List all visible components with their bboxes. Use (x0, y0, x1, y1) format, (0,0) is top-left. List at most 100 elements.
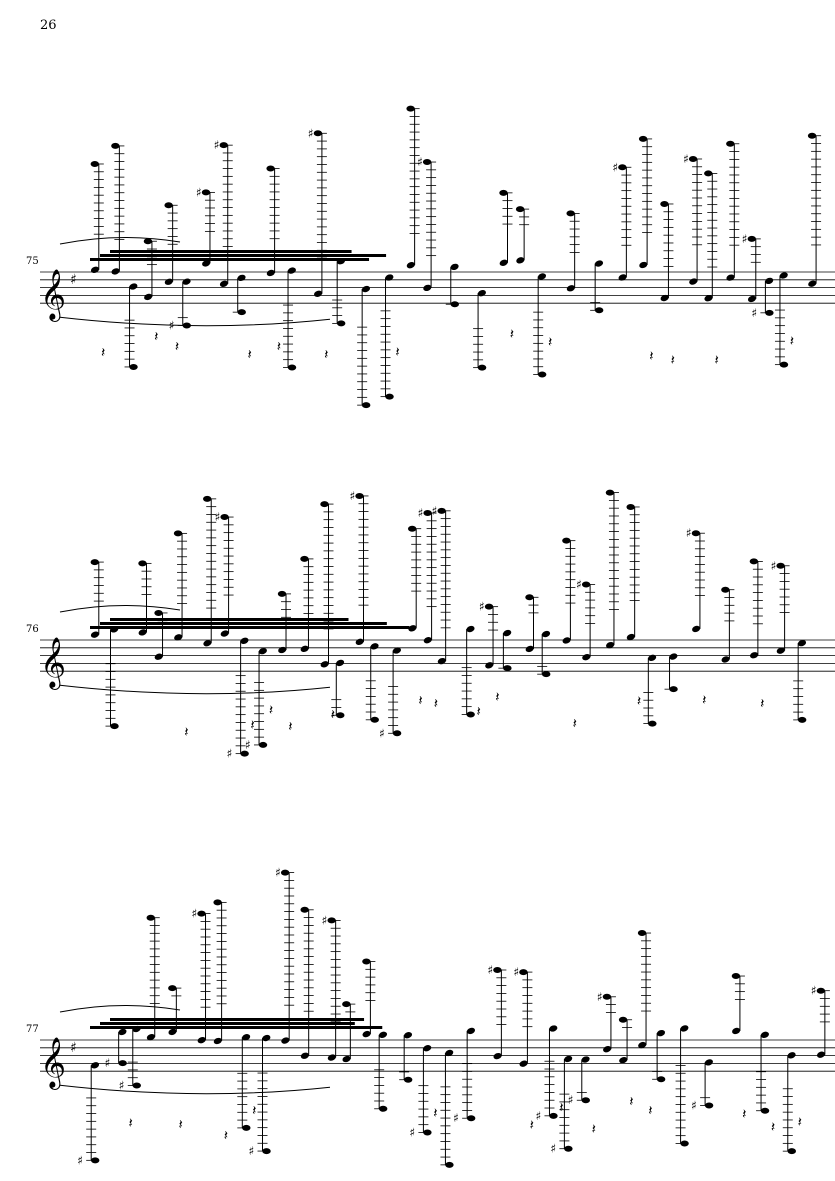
notehead (173, 530, 183, 537)
notehead (516, 257, 525, 264)
rest-icon: 𝄽 (629, 1094, 633, 1110)
rest-icon: 𝄽 (559, 1100, 563, 1116)
sharp-icon: ♯ (409, 1125, 415, 1139)
notehead (182, 278, 191, 285)
notehead (336, 712, 345, 719)
rest-icon: 𝄽 (495, 690, 499, 706)
notehead (138, 629, 147, 636)
notehead (203, 640, 212, 647)
notehead (111, 142, 120, 149)
rest-icon: 𝄽 (637, 693, 641, 709)
notehead (197, 1036, 206, 1044)
rest-icon: 𝄽 (771, 1120, 775, 1136)
sharp-icon: ♯ (245, 738, 251, 752)
sharp-icon: ♯ (771, 559, 777, 573)
notehead (760, 1031, 769, 1039)
sharp-icon: ♯ (417, 155, 423, 169)
sharp-icon: ♯ (751, 306, 757, 320)
notehead (603, 1046, 612, 1053)
sharp-icon: ♯ (691, 1098, 697, 1112)
sharp-icon: ♯ (683, 152, 689, 166)
rest-icon: 𝄽 (592, 1121, 596, 1137)
notehead (403, 1032, 413, 1039)
notehead (749, 652, 759, 659)
notehead (594, 260, 604, 267)
notehead (240, 750, 249, 757)
rest-icon: 𝄽 (395, 345, 399, 361)
notehead (320, 661, 329, 668)
notehead (466, 1027, 476, 1035)
notehead (220, 514, 229, 521)
notehead (132, 1082, 141, 1089)
sharp-icon: ♯ (379, 726, 385, 740)
notehead (484, 603, 494, 610)
notehead (466, 1115, 476, 1122)
sharp-icon: ♯ (70, 272, 77, 288)
notehead (541, 630, 551, 638)
notehead (422, 159, 432, 166)
notehead (143, 238, 153, 245)
notehead (704, 1102, 714, 1109)
slur (59, 1084, 331, 1095)
notehead (370, 643, 379, 650)
notehead (240, 637, 249, 644)
rest-icon: 𝄽 (798, 1115, 802, 1131)
notehead (361, 285, 371, 293)
notehead (689, 278, 698, 285)
notehead (648, 720, 657, 727)
notehead (355, 492, 364, 499)
notehead (691, 530, 701, 537)
notehead (129, 283, 138, 290)
sharp-icon: ♯ (612, 160, 618, 174)
notehead (787, 1052, 796, 1059)
rest-icon: 𝄽 (702, 693, 706, 709)
notehead (765, 277, 774, 285)
sharp-icon: ♯ (432, 504, 438, 518)
notehead (515, 206, 525, 213)
sharp-icon: ♯ (597, 990, 603, 1004)
notehead (618, 164, 627, 171)
sharp-icon: ♯ (686, 526, 692, 540)
rest-icon: 𝄽 (476, 704, 480, 720)
notehead (300, 645, 309, 653)
notehead (355, 638, 364, 645)
notehead (213, 1037, 222, 1045)
notehead (277, 590, 287, 597)
notehead (406, 262, 415, 269)
notehead (779, 361, 789, 368)
sharp-icon: ♯ (568, 1093, 574, 1107)
notehead (213, 899, 222, 906)
notehead (639, 261, 648, 269)
notehead (237, 309, 246, 316)
notehead (618, 274, 627, 281)
slur (59, 684, 331, 695)
notehead (242, 1124, 251, 1131)
notehead (726, 140, 735, 147)
sharp-icon: ♯ (275, 866, 281, 880)
notehead (503, 629, 512, 637)
notehead (519, 969, 528, 976)
notehead (606, 641, 615, 649)
sharp-icon: ♯ (513, 965, 519, 979)
treble-clef-icon: 𝄞 (40, 637, 66, 690)
notehead (732, 1027, 741, 1035)
notehead (118, 1060, 127, 1067)
notehead (485, 662, 494, 669)
notehead (336, 659, 345, 667)
notehead (669, 653, 678, 660)
sharp-icon: ♯ (196, 185, 202, 199)
notehead (525, 594, 534, 601)
beam (110, 618, 349, 621)
notehead (566, 210, 575, 217)
rest-icon: 𝄽 (648, 1103, 652, 1119)
notehead (219, 280, 229, 287)
notehead (146, 1033, 156, 1041)
notehead (477, 364, 487, 371)
sharp-icon: ♯ (479, 600, 485, 614)
slur (59, 604, 181, 613)
notehead (90, 266, 100, 273)
notehead (361, 402, 371, 409)
notehead (564, 1145, 573, 1152)
notehead (342, 1055, 351, 1063)
